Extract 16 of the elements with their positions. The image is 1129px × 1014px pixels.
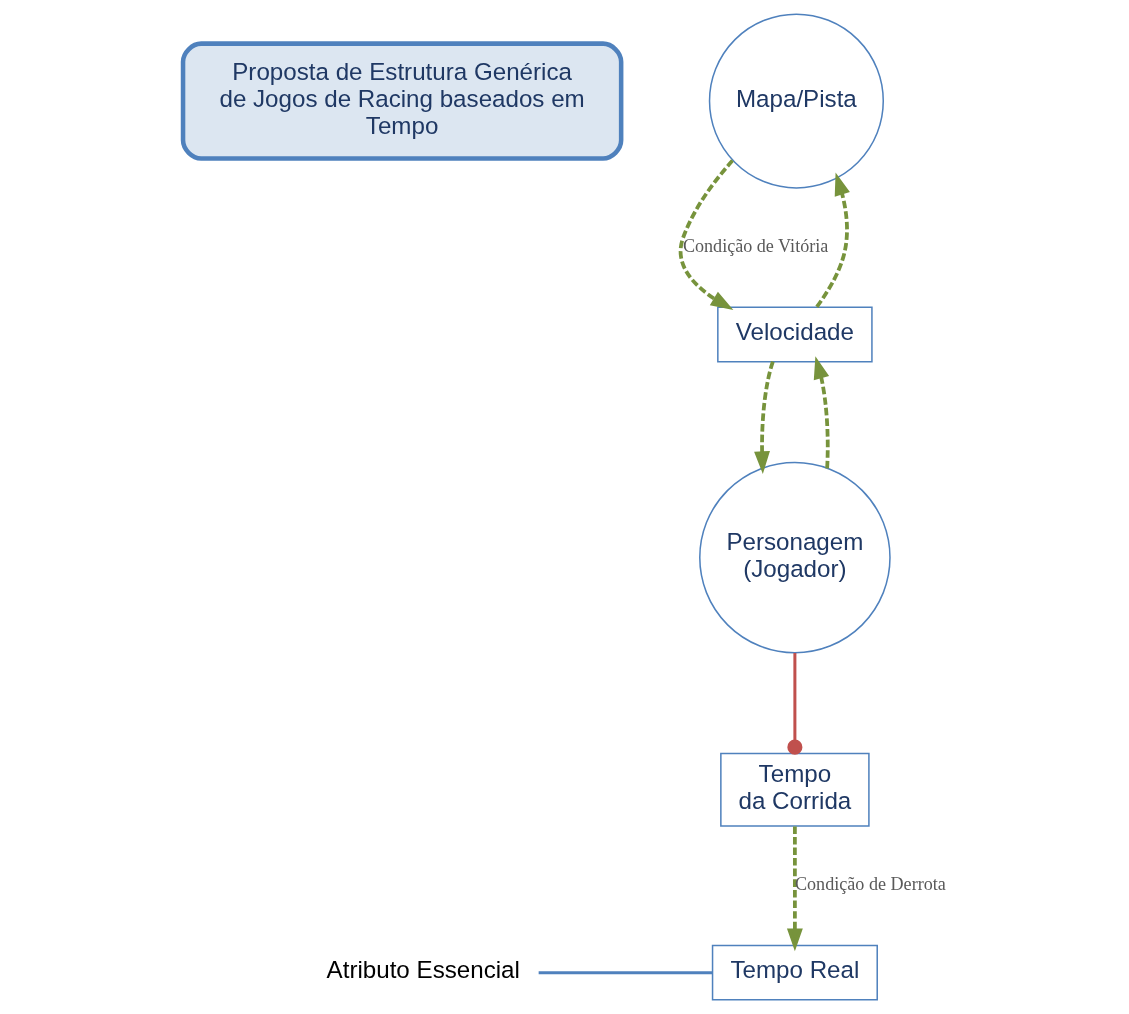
arrow	[754, 361, 775, 475]
node-text: Atributo Essencial	[326, 956, 520, 984]
edge-label: Condição de Vitória	[682, 236, 829, 257]
node-circle: Mapa/Pista	[708, 13, 884, 189]
arrow	[678, 159, 734, 311]
connector	[538, 971, 713, 975]
node-box: Velocidade	[717, 306, 873, 363]
node-box: Proposta de Estrutura Genérica de Jogos de Racing baseados em Tempo	[180, 41, 624, 161]
node-circle: Personagem (Jogador)	[699, 461, 891, 654]
node-box: Tempo Real	[711, 944, 878, 1001]
edge-label: Condição de Derrota	[794, 874, 946, 895]
arrow	[786, 826, 803, 952]
connector	[787, 653, 803, 755]
node-box: Tempo da Corrida	[720, 752, 870, 827]
arrow	[815, 172, 850, 308]
arrow	[813, 356, 830, 469]
